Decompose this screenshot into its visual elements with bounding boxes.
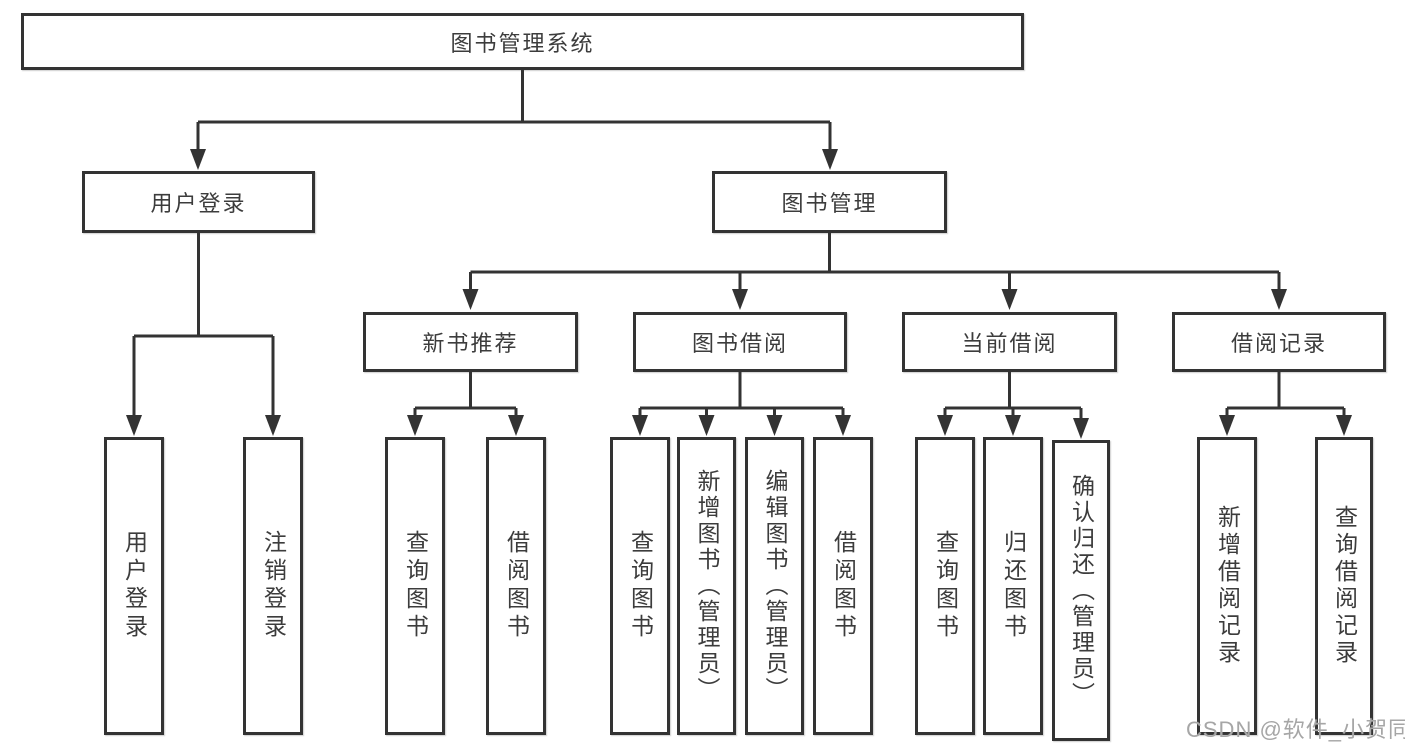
- leaf-query-books-borrowing: 查询图书: [610, 437, 670, 735]
- node-user-login: 用户登录: [82, 171, 315, 233]
- edge-current-borrowing-branch: [943, 372, 1083, 421]
- edge-user-login-branch: [132, 233, 275, 418]
- node-book-borrowing: 图书借阅: [633, 312, 847, 372]
- leaf-edit-book-admin: 编辑图书（管理员）: [745, 437, 804, 735]
- leaf-query-borrow-record: 查询借阅记录: [1315, 437, 1373, 735]
- edge-book-borrowing-branch: [638, 372, 845, 418]
- leaf-borrow-books-borrowing: 借阅图书: [813, 437, 873, 735]
- leaf-user-login: 用户登录: [104, 437, 164, 735]
- node-library-system: 图书管理系统: [21, 13, 1024, 70]
- node-new-book-recommendation: 新书推荐: [363, 312, 578, 372]
- leaf-return-books: 归还图书: [983, 437, 1043, 735]
- edge-borrowing-records-branch: [1225, 372, 1346, 418]
- leaf-query-books-current: 查询图书: [915, 437, 975, 735]
- node-borrowing-records: 借阅记录: [1172, 312, 1386, 372]
- leaf-add-book-admin: 新增图书（管理员）: [677, 437, 736, 735]
- edge-new-book-branch: [413, 372, 518, 418]
- node-current-borrowing: 当前借阅: [902, 312, 1117, 372]
- leaf-borrow-books-recommend: 借阅图书: [486, 437, 546, 735]
- edge-root-to-level2: [196, 70, 832, 152]
- node-book-management: 图书管理: [712, 171, 947, 233]
- csdn-watermark: CSDN @软件_小贺同学: [1186, 717, 1405, 742]
- leaf-logout: 注销登录: [243, 437, 303, 735]
- leaf-add-borrow-record: 新增借阅记录: [1197, 437, 1257, 735]
- leaf-query-books-recommend: 查询图书: [385, 437, 445, 735]
- edge-book-management-branch: [469, 233, 1281, 292]
- leaf-confirm-return-admin: 确认归还（管理员）: [1052, 440, 1110, 741]
